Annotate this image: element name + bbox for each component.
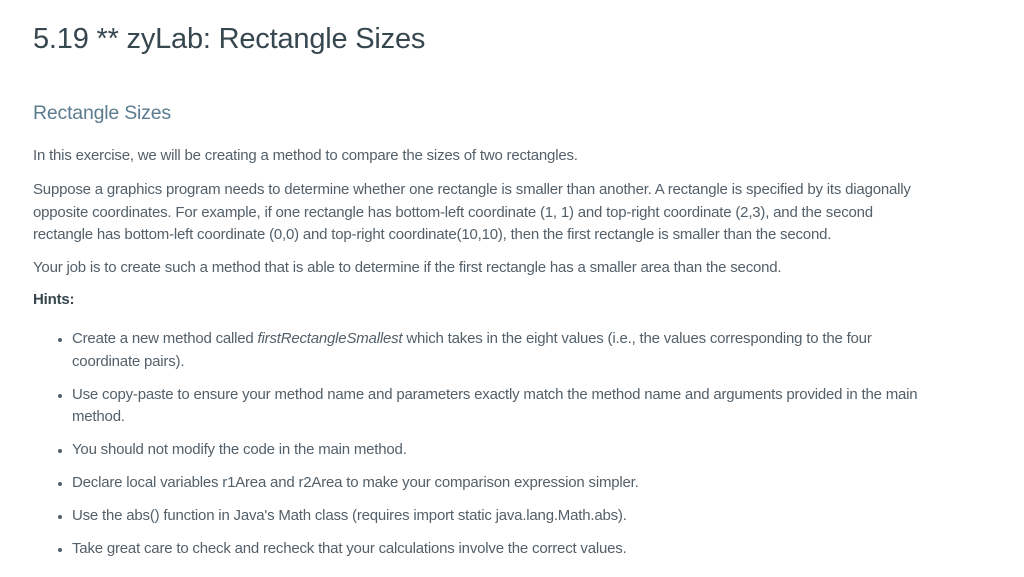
method-name: firstRectangleSmallest bbox=[257, 330, 403, 348]
hint-item-create-method: Create a new method called firstRectangl… bbox=[72, 328, 1024, 373]
hint-item-abs-function: Use the abs() function in Java's Math cl… bbox=[72, 505, 1024, 527]
task-paragraph: Your job is to create such a method that… bbox=[33, 258, 782, 276]
section-heading: Rectangle Sizes bbox=[33, 102, 171, 124]
hint-text-prefix: Create a new method called bbox=[72, 330, 258, 348]
hint-text-suffix: which takes in the eight values (i.e., t… bbox=[72, 330, 872, 370]
hints-list: Create a new method called firstRectangl… bbox=[33, 328, 1024, 560]
intro-paragraph: In this exercise, we will be creating a … bbox=[33, 147, 578, 164]
lab-page: 5.19 ** zyLab: Rectangle Sizes Rectangle… bbox=[0, 0, 1024, 560]
hints-label: Hints: bbox=[33, 291, 75, 309]
hint-item-check-values: Take great care to check and recheck tha… bbox=[72, 538, 1024, 560]
problem-paragraph: Suppose a graphics program needs to dete… bbox=[33, 181, 911, 244]
hint-text: Use copy-paste to ensure your method nam… bbox=[72, 385, 918, 426]
hint-item-local-variables: Declare local variables r1Area and r2Are… bbox=[72, 472, 1024, 494]
hint-item-copy-paste: Use copy-paste to ensure your method nam… bbox=[72, 384, 1024, 429]
hint-item-no-modify-main: You should not modify the code in the ma… bbox=[72, 439, 1024, 461]
page-title: 5.19 ** zyLab: Rectangle Sizes bbox=[33, 23, 426, 55]
